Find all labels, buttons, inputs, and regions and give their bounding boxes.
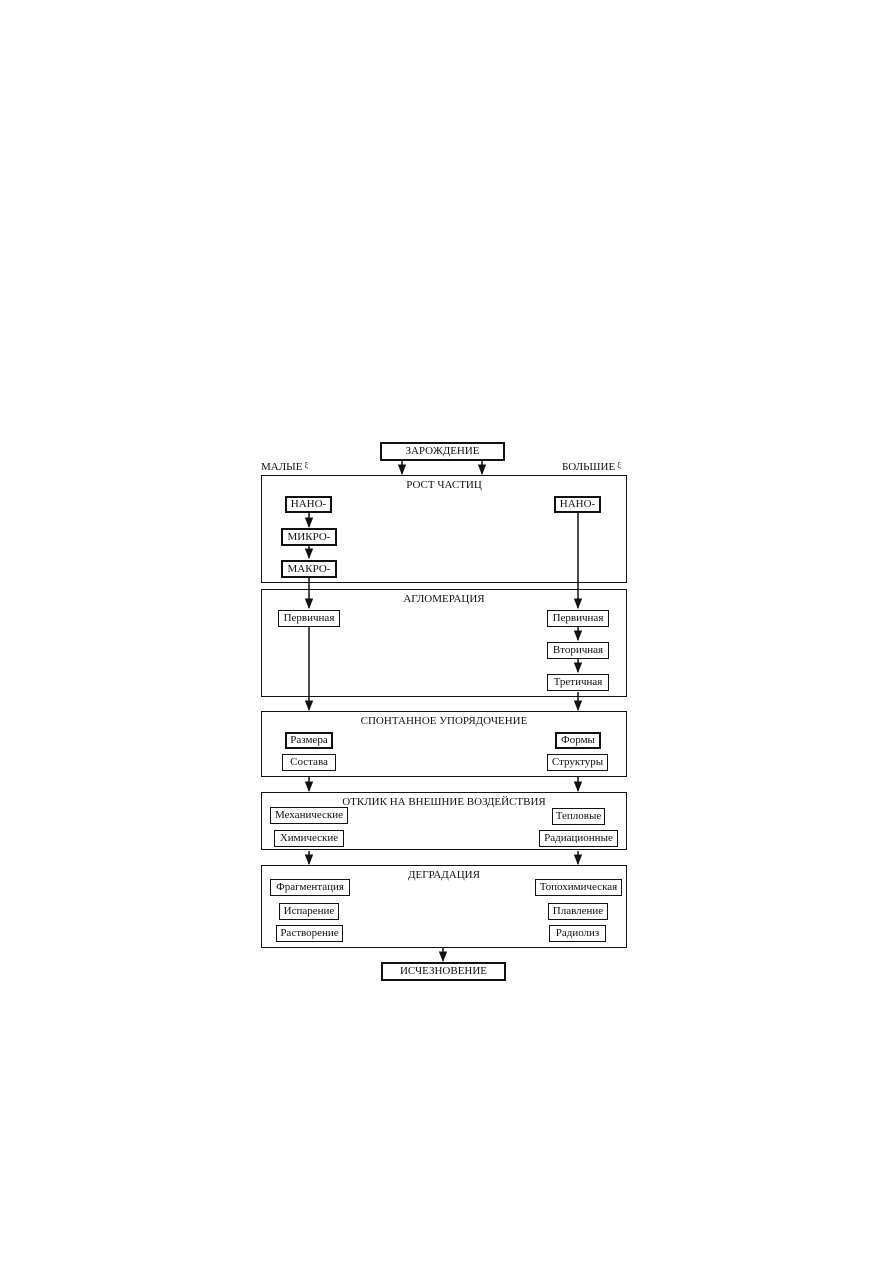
response-left-mechanical: Механические bbox=[270, 807, 348, 824]
ordering-frame: СПОНТАННОЕ УПОРЯДОЧЕНИЕ bbox=[261, 711, 627, 777]
response-right-radiation: Радиационные bbox=[539, 830, 618, 847]
degradation-title: ДЕГРАДАЦИЯ bbox=[408, 869, 480, 881]
ordering-left-size: Размера bbox=[285, 732, 333, 749]
response-frame: ОТКЛИК НА ВНЕШНИЕ ВОЗДЕЙСТВИЯ bbox=[261, 792, 627, 850]
degradation-left-evaporation: Испарение bbox=[279, 903, 339, 920]
degradation-right-topochemical: Топохимическая bbox=[535, 879, 622, 896]
response-title: ОТКЛИК НА ВНЕШНИЕ ВОЗДЕЙСТВИЯ bbox=[342, 796, 546, 808]
agglomeration-left-primary: Первичная bbox=[278, 610, 340, 627]
growth-left-macro: МАКРО- bbox=[281, 560, 337, 578]
growth-title: РОСТ ЧАСТИЦ bbox=[406, 479, 482, 491]
growth-left-micro: МИКРО- bbox=[281, 528, 337, 546]
start-box: ЗАРОЖДЕНИЕ bbox=[380, 442, 505, 461]
end-box: ИСЧЕЗНОВЕНИЕ bbox=[381, 962, 506, 981]
agglomeration-right-secondary: Вторичная bbox=[547, 642, 609, 659]
ordering-right-structure: Структуры bbox=[547, 754, 608, 771]
agglomeration-right-primary: Первичная bbox=[547, 610, 609, 627]
degradation-frame: ДЕГРАДАЦИЯ bbox=[261, 865, 627, 948]
growth-left-nano: НАНО- bbox=[285, 496, 332, 513]
ordering-title: СПОНТАННОЕ УПОРЯДОЧЕНИЕ bbox=[360, 715, 528, 727]
agglomeration-title: АГЛОМЕРАЦИЯ bbox=[403, 593, 485, 605]
growth-frame: РОСТ ЧАСТИЦ bbox=[261, 475, 627, 583]
degradation-right-radiolysis: Радиолиз bbox=[549, 925, 606, 942]
agglomeration-right-tertiary: Третичная bbox=[547, 674, 609, 691]
ordering-right-shape: Формы bbox=[555, 732, 601, 749]
degradation-left-dissolution: Растворение bbox=[276, 925, 343, 942]
degradation-right-melting: Плавление bbox=[548, 903, 608, 920]
ordering-left-composition: Состава bbox=[282, 754, 336, 771]
response-right-thermal: Тепловые bbox=[552, 808, 605, 825]
response-left-chemical: Химические bbox=[274, 830, 344, 847]
degradation-left-fragmentation: Фрагментация bbox=[270, 879, 350, 896]
growth-right-nano: НАНО- bbox=[554, 496, 601, 513]
agglomeration-frame: АГЛОМЕРАЦИЯ bbox=[261, 589, 627, 697]
